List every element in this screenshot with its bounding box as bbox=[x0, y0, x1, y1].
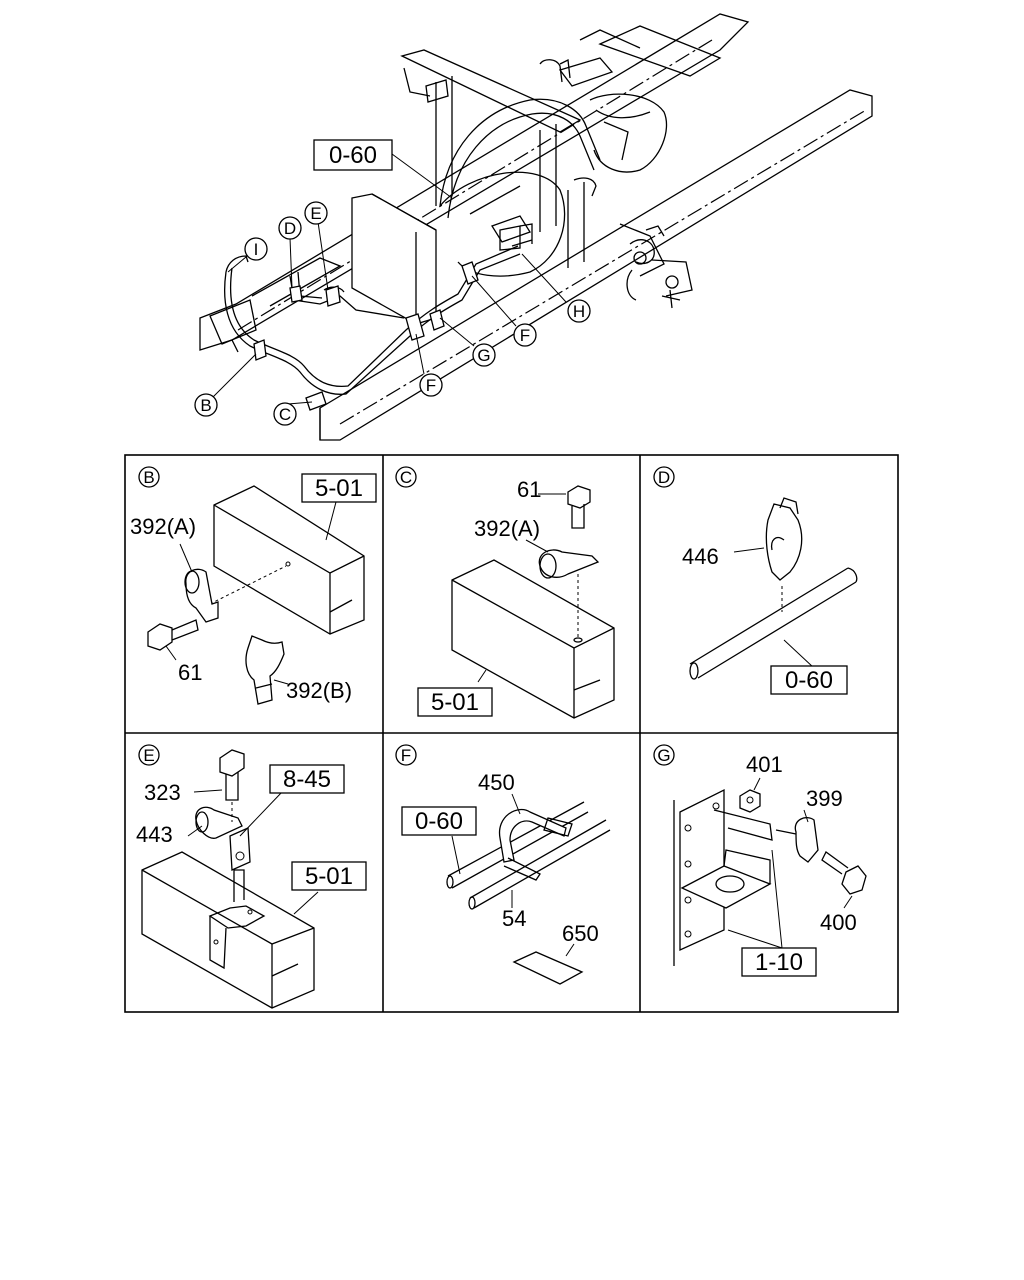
detail-C-box-5-01: 5-01 bbox=[431, 689, 479, 716]
detail-C-label-392A: 392(A) bbox=[474, 516, 540, 541]
ref-box-0-60-main: 0-60 bbox=[313, 139, 393, 171]
callout-B: B bbox=[194, 393, 218, 417]
ref-box-0-60-main-label: 0-60 bbox=[329, 142, 377, 169]
detail-D-letter: D bbox=[658, 468, 670, 487]
callout-I-letter: I bbox=[254, 240, 259, 259]
detail-B-box-5-01: 5-01 bbox=[315, 475, 363, 502]
callout-H: H bbox=[567, 299, 591, 323]
callout-I: I bbox=[244, 237, 268, 261]
detail-E-box-8-45: 8-45 bbox=[283, 766, 331, 793]
callout-C-letter: C bbox=[279, 405, 291, 424]
detail-C-letter: C bbox=[400, 468, 412, 487]
callout-G-letter: G bbox=[477, 346, 490, 365]
detail-G: G 401 399 400 1-10 bbox=[653, 744, 867, 977]
callout-E: E bbox=[304, 201, 328, 225]
detail-D: D 446 0-60 bbox=[653, 466, 858, 695]
callout-E-letter: E bbox=[310, 204, 321, 223]
detail-C-label-61: 61 bbox=[517, 477, 541, 502]
callout-H-letter: H bbox=[573, 302, 585, 321]
detail-E-box-5-01: 5-01 bbox=[305, 863, 353, 890]
detail-E-letter: E bbox=[143, 746, 154, 765]
detail-D-label-446: 446 bbox=[682, 544, 719, 569]
detail-E: E 323 443 8-45 5-01 bbox=[136, 744, 367, 1009]
detail-G-label-401: 401 bbox=[746, 752, 783, 777]
detail-F-label-650: 650 bbox=[562, 921, 599, 946]
detail-E-label-443: 443 bbox=[136, 822, 173, 847]
detail-F-letter: F bbox=[401, 746, 411, 765]
detail-B-label-392A: 392(A) bbox=[130, 514, 196, 539]
detail-G-label-400: 400 bbox=[820, 910, 857, 935]
detail-D-box-0-60: 0-60 bbox=[785, 667, 833, 694]
detail-F: F 450 54 650 0-60 bbox=[395, 744, 611, 985]
detail-F-label-450: 450 bbox=[478, 770, 515, 795]
detail-B-letter: B bbox=[143, 468, 154, 487]
callout-F-upper: F bbox=[513, 323, 537, 347]
callout-D: D bbox=[278, 216, 302, 240]
callout-D-letter: D bbox=[284, 219, 296, 238]
detail-G-letter: G bbox=[657, 746, 670, 765]
callout-F-lower-letter: F bbox=[426, 376, 436, 395]
callout-C: C bbox=[273, 402, 297, 426]
detail-E-label-323: 323 bbox=[144, 780, 181, 805]
detail-B-label-61: 61 bbox=[178, 660, 202, 685]
callout-B-letter: B bbox=[200, 396, 211, 415]
detail-B: B 5-01 392(A) 61 392(B) bbox=[130, 466, 377, 705]
detail-G-box-1-10: 1-10 bbox=[755, 949, 803, 976]
detail-C: C 61 392(A) 5-01 bbox=[395, 466, 615, 719]
detail-B-label-392B: 392(B) bbox=[286, 678, 352, 703]
detail-G-label-399: 399 bbox=[806, 786, 843, 811]
chassis-overview: I D E B C F G F bbox=[194, 13, 873, 441]
callout-F-upper-letter: F bbox=[520, 326, 530, 345]
callout-F-lower: F bbox=[419, 373, 443, 397]
detail-grid bbox=[124, 454, 899, 1013]
detail-F-box-0-60: 0-60 bbox=[415, 808, 463, 835]
callout-G: G bbox=[472, 343, 496, 367]
detail-F-label-54: 54 bbox=[502, 906, 526, 931]
